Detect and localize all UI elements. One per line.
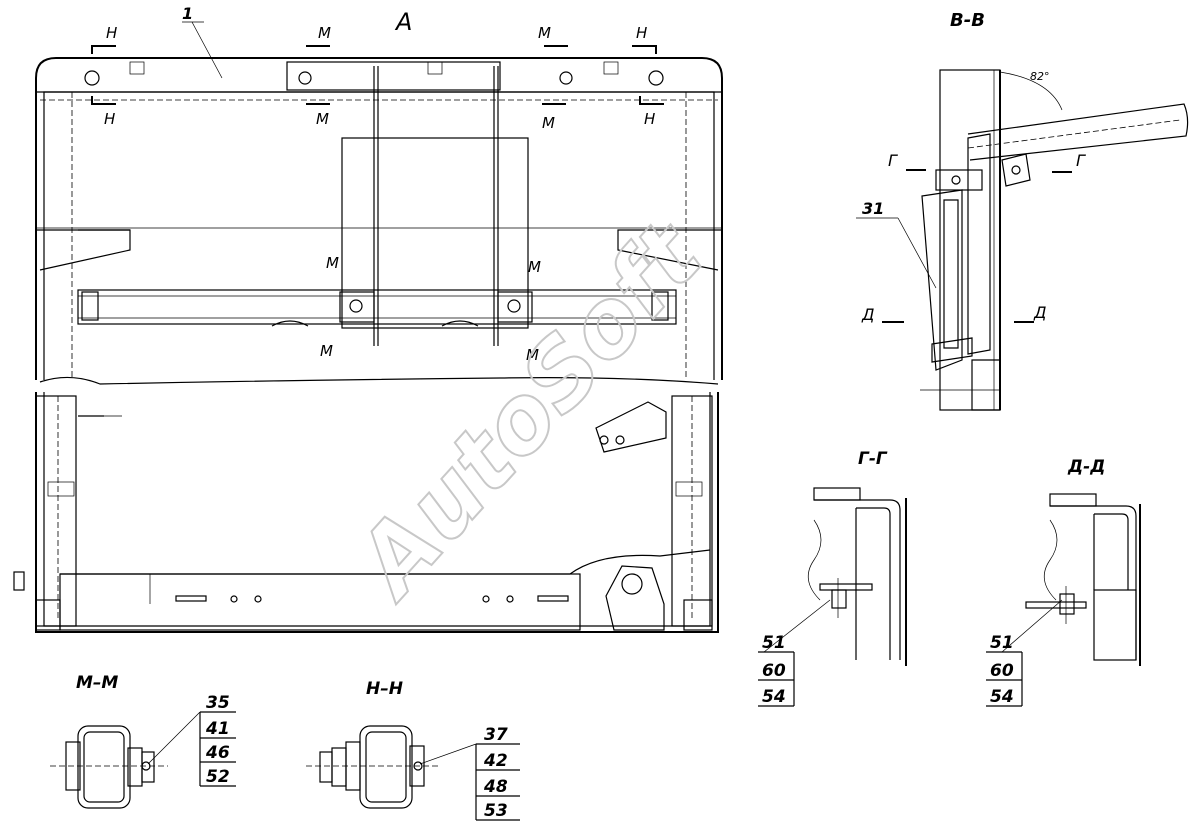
nn-part-2: 42 — [483, 751, 508, 771]
gg-part-1: 51 — [762, 633, 786, 653]
svg-text:М: М — [538, 24, 551, 42]
mm-part-1: 35 — [206, 693, 230, 713]
svg-text:М: М — [316, 110, 329, 128]
view-bb-title: В-В — [950, 10, 985, 31]
svg-text:М: М — [526, 346, 539, 364]
dd-part-3: 54 — [990, 687, 1014, 707]
svg-text:М: М — [320, 342, 333, 360]
view-bb: В-В 82° Г Г Д Д 31 — [856, 10, 1189, 411]
dd-part-2: 60 — [990, 661, 1014, 681]
svg-text:Н: Н — [104, 110, 115, 128]
svg-text:М: М — [542, 114, 555, 132]
view-nn-title: Н–Н — [366, 679, 403, 699]
svg-text:М: М — [318, 24, 331, 42]
gg-part-3: 54 — [762, 687, 786, 707]
svg-text:М: М — [528, 258, 541, 276]
mm-part-3: 46 — [205, 743, 230, 763]
gg-parts-table: 51 60 54 — [758, 633, 795, 707]
nn-parts-table: 37 42 48 53 — [475, 725, 520, 821]
view-mm-title: М–М — [76, 673, 118, 693]
svg-text:Н: Н — [644, 110, 655, 128]
view-dd-title: Д-Д — [1067, 457, 1105, 477]
svg-text:Н: Н — [636, 24, 647, 42]
svg-text:М: М — [326, 254, 339, 272]
svg-text:Д: Д — [1033, 303, 1047, 322]
dd-parts-table: 51 60 54 — [986, 633, 1023, 707]
view-dd: Д-Д 51 60 54 — [986, 457, 1141, 707]
nn-part-4: 53 — [484, 801, 508, 821]
view-nn: Н–Н 37 42 48 53 — [306, 679, 520, 821]
view-gg-title: Г-Г — [858, 449, 888, 469]
angle-label: 82° — [1030, 70, 1050, 83]
part-1-label: 1 — [182, 4, 193, 23]
view-gg: Г-Г 51 60 54 — [758, 449, 907, 707]
svg-text:Г: Г — [888, 151, 898, 170]
mm-part-4: 52 — [206, 767, 230, 787]
nn-part-3: 48 — [483, 777, 508, 797]
dd-part-1: 51 — [990, 633, 1014, 653]
svg-text:Н: Н — [106, 24, 117, 42]
nn-part-1: 37 — [484, 725, 508, 745]
mm-part-2: 41 — [205, 719, 230, 739]
svg-text:Г: Г — [1076, 151, 1086, 170]
gg-part-2: 60 — [762, 661, 786, 681]
view-mm: М–М 35 41 46 52 — [50, 673, 236, 809]
main-view: А — [13, 4, 723, 633]
mm-parts-table: 35 41 46 52 — [199, 693, 236, 787]
section-marks-main: Н Н Н Н М М М М М М М М — [91, 24, 664, 364]
main-view-title: А — [394, 8, 412, 36]
part-31-label: 31 — [862, 199, 884, 218]
svg-text:Д: Д — [861, 305, 875, 324]
